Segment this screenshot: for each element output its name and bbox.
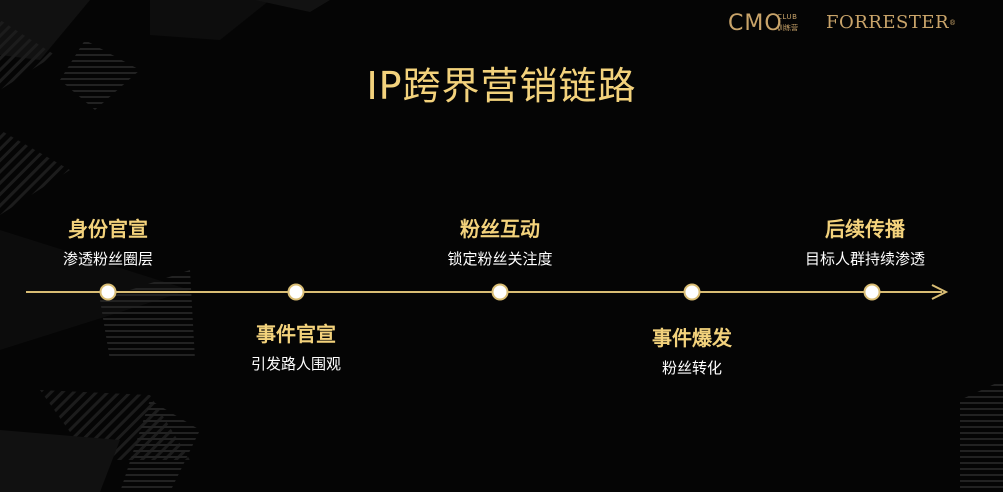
step-title: 事件官宣 [256, 322, 336, 346]
step-title: 粉丝互动 [460, 217, 540, 241]
step-title: 事件爆发 [652, 326, 732, 350]
step-title: 身份官宣 [68, 217, 148, 241]
page-title: IP跨界营销链路 [366, 64, 637, 108]
timeline-node-5 [863, 283, 881, 301]
timeline-node-2 [287, 283, 305, 301]
forrester-logo-text: FORRESTER [826, 12, 950, 33]
step-description: 粉丝转化 [661, 359, 722, 377]
step-description: 引发路人围观 [250, 355, 341, 373]
timeline-arrow-icon [931, 284, 949, 300]
timeline-step-follow-up-spread: 后续传播 目标人群持续渗透 [785, 216, 945, 269]
cmo-logo-text: CMO [728, 11, 783, 36]
timeline-node-3 [491, 283, 509, 301]
timeline-dots [99, 283, 881, 301]
cmo-club-logo: CMO CLUB 训练营 [728, 10, 804, 38]
timeline-node-4 [683, 283, 701, 301]
timeline-step-event-explosion: 事件爆发 粉丝转化 [622, 325, 762, 378]
forrester-registered-mark: ® [949, 19, 957, 27]
step-description: 锁定粉丝关注度 [447, 250, 553, 268]
step-description: 目标人群持续渗透 [804, 250, 925, 268]
cmo-club-text: CLUB [777, 13, 798, 21]
timeline-node-1 [99, 283, 117, 301]
step-title: 后续传播 [825, 217, 905, 241]
forrester-logo: FORRESTER® [826, 12, 957, 34]
cmo-sub-text: 训练营 [777, 24, 798, 32]
timeline-step-fan-interaction: 粉丝互动 锁定粉丝关注度 [420, 216, 580, 269]
step-description: 渗透粉丝圈层 [62, 250, 153, 268]
timeline-step-event-announce: 事件官宣 引发路人围观 [226, 321, 366, 374]
timeline-step-identity-announce: 身份官宣 渗透粉丝圈层 [38, 216, 178, 269]
